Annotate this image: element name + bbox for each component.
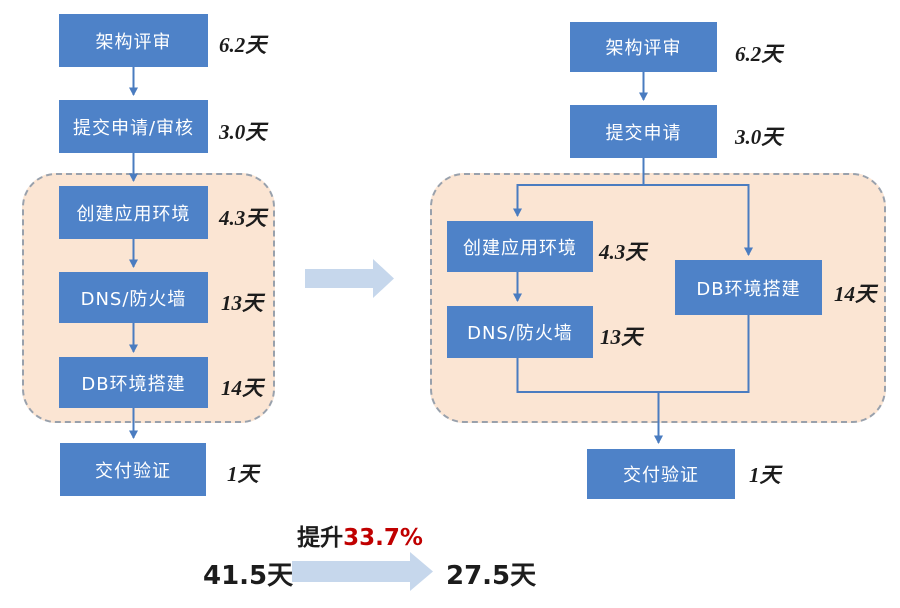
right-duration-submit-request: 3.0天: [735, 125, 783, 149]
right-node-architecture-review: 架构评审: [570, 22, 717, 72]
improvement-arrow-icon: [292, 552, 433, 591]
right-node-db-env: DB环境搭建: [675, 260, 822, 315]
right-duration-architecture-review: 6.2天: [735, 42, 783, 66]
improvement-value: 33.7%: [343, 525, 423, 551]
left-duration-architecture-review: 6.2天: [219, 33, 267, 57]
left-node-db-env: DB环境搭建: [59, 357, 208, 408]
left-node-dns-firewall: DNS/防火墙: [59, 272, 208, 323]
left-node-delivery-verify: 交付验证: [60, 443, 206, 496]
right-duration-create-app-env: 4.3天: [599, 240, 647, 264]
left-node-architecture-review: 架构评审: [59, 14, 208, 67]
right-node-create-app-env: 创建应用环境: [447, 221, 593, 272]
left-duration-db-env: 14天: [221, 376, 263, 400]
left-duration-create-app-env: 4.3天: [219, 206, 267, 230]
right-duration-dns-firewall: 13天: [600, 325, 642, 349]
right-duration-db-env: 14天: [834, 282, 876, 306]
left-duration-delivery-verify: 1天: [227, 462, 259, 486]
right-duration-delivery-verify: 1天: [749, 463, 781, 487]
improvement-prefix: 提升: [297, 525, 344, 551]
right-node-submit-request: 提交申请: [570, 105, 717, 158]
transform-arrow-icon: [305, 259, 394, 298]
right-join-bar: [516, 315, 750, 393]
left-node-submit-request-review: 提交申请/审核: [59, 100, 208, 153]
left-duration-dns-firewall: 13天: [221, 291, 263, 315]
left-duration-submit-request: 3.0天: [219, 120, 267, 144]
improvement-label: 提升33.7%: [285, 518, 435, 552]
total-before: 41.5天: [203, 561, 294, 591]
total-after: 27.5天: [446, 561, 537, 591]
left-node-create-app-env: 创建应用环境: [59, 186, 208, 239]
right-node-delivery-verify: 交付验证: [587, 449, 735, 499]
right-node-dns-firewall: DNS/防火墙: [447, 306, 593, 358]
